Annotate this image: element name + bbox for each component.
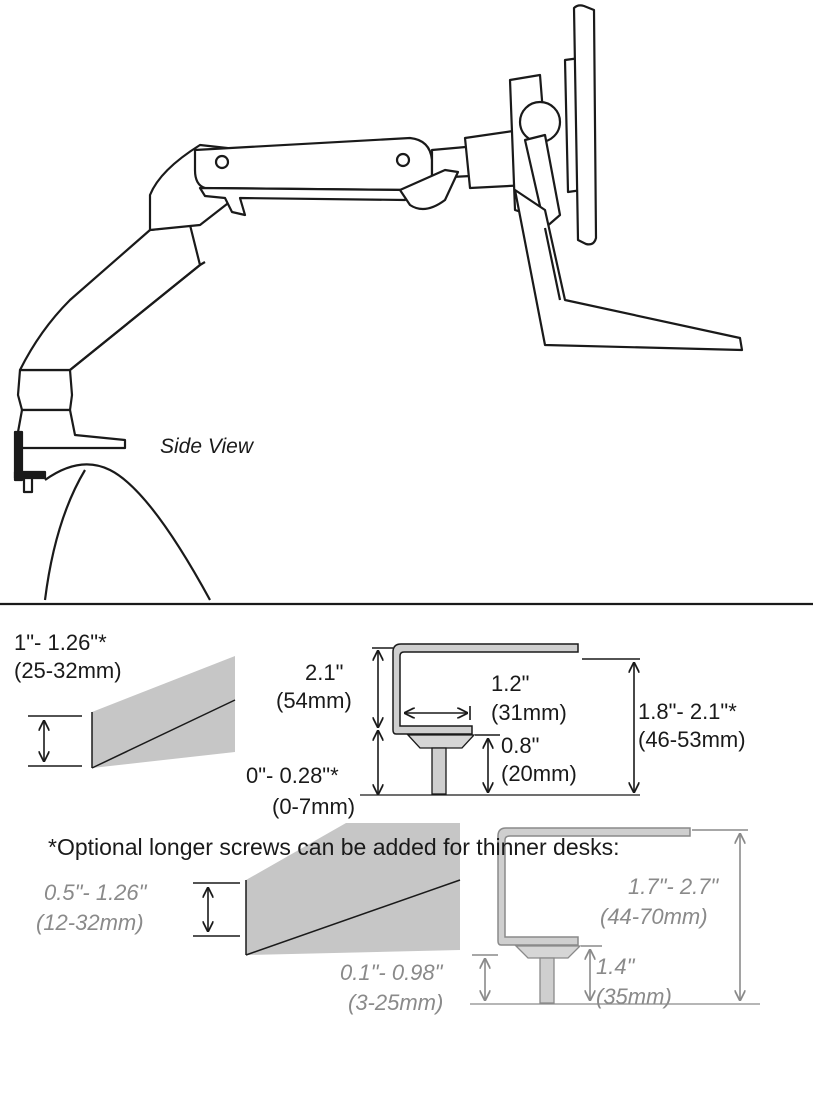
side-view-label: Side View xyxy=(160,435,254,458)
standard-clamp-depth-metric: (31mm) xyxy=(491,700,567,725)
monitor-panel xyxy=(572,4,598,246)
standard-dimension-lines xyxy=(372,647,640,795)
monitor-bracket xyxy=(523,133,562,230)
standard-desk-thickness-value: 1"- 1.26"* xyxy=(14,630,107,655)
pivot-hole-left xyxy=(214,154,230,170)
monitor-stand xyxy=(513,188,744,352)
optional-dimension-lines xyxy=(472,829,748,1001)
optional-gap-value: 0.1"- 0.98" xyxy=(340,960,443,985)
standard-range-value: 1.8"- 2.1"* xyxy=(638,699,737,724)
standard-clamp xyxy=(360,643,640,796)
standard-range-metric: (46-53mm) xyxy=(638,727,746,752)
standard-clamp-height-metric: (54mm) xyxy=(276,688,352,713)
arm-base-foot xyxy=(16,408,127,450)
optional-screw-height-value: 1.4" xyxy=(596,954,635,979)
optional-range-metric: (44-70mm) xyxy=(600,904,708,929)
upper-arm-underside xyxy=(198,186,412,217)
optional-gap-metric: (3-25mm) xyxy=(348,990,444,1015)
magnify-cone xyxy=(44,463,211,601)
standard-gap-value: 0"- 0.28"* xyxy=(246,763,339,788)
pivot-hole-right xyxy=(395,152,411,168)
optional-desk-edge xyxy=(245,823,461,956)
magnify-cone-left xyxy=(43,469,86,601)
standard-clamp-depth-value: 1.2" xyxy=(491,671,530,696)
optional-screws-note: *Optional longer screws can be added for… xyxy=(48,834,620,860)
lower-arm-shadow xyxy=(69,261,206,371)
optional-screw-height-metric: (35mm) xyxy=(596,984,672,1009)
optional-thickness-arrow xyxy=(193,882,240,937)
standard-screw-height-metric: (20mm) xyxy=(501,761,577,786)
monitor-stand-inner xyxy=(543,227,562,301)
arm-base xyxy=(16,368,74,412)
optional-clamp xyxy=(470,827,760,1005)
forearm-clip xyxy=(398,168,460,211)
standard-desk-thickness-metric: (25-32mm) xyxy=(14,658,122,683)
standard-clamp-height-value: 2.1" xyxy=(305,660,344,685)
optional-desk-thickness-metric: (12-32mm) xyxy=(36,910,144,935)
standard-screw-height-value: 0.8" xyxy=(501,733,540,758)
lower-arm xyxy=(18,223,202,372)
clamp-arm xyxy=(13,430,24,482)
optional-desk-thickness-value: 0.5"- 1.26" xyxy=(44,880,147,905)
standard-desk-edge xyxy=(91,656,236,769)
standard-thickness-arrow xyxy=(28,715,82,767)
clamp-lip xyxy=(13,470,47,480)
optional-range-value: 1.7"- 2.7" xyxy=(628,874,719,899)
monitor-arm-illustration xyxy=(13,4,744,601)
standard-gap-metric: (0-7mm) xyxy=(272,794,356,819)
upper-arm xyxy=(193,136,434,192)
clamp-screw xyxy=(22,476,34,494)
